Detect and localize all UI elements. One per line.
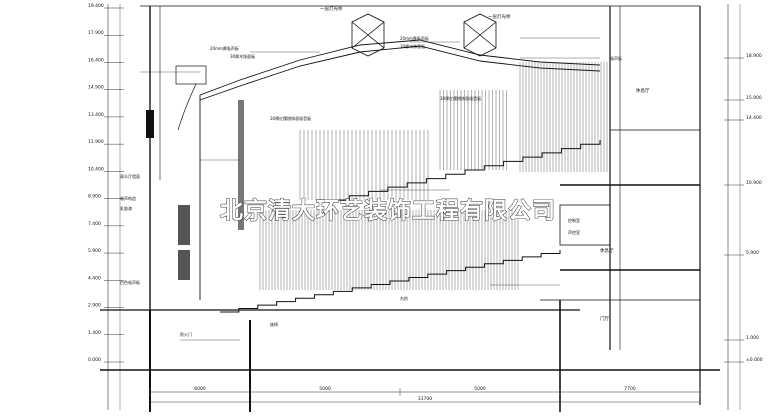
elevation-label: 11.900 xyxy=(88,139,104,145)
panel-zone xyxy=(439,90,507,170)
elevation-label: 4.400 xyxy=(88,275,101,281)
leader-lines xyxy=(140,37,600,341)
elevation-label: ±0.000 xyxy=(746,357,763,363)
label-bottom-note-2: 座椅 xyxy=(270,321,278,327)
label-control: 控制室 xyxy=(568,217,580,223)
elevation-label: 5.900 xyxy=(746,250,759,256)
label-note-7: 吸声板 xyxy=(610,55,622,61)
elevation-label: 19.400 xyxy=(88,3,104,9)
elevation-label: 8.900 xyxy=(88,194,101,200)
building-outline xyxy=(100,5,720,412)
elevation-label: 14.400 xyxy=(746,115,762,121)
right-elevation-axis: 18.900 15.900 14.400 10.900 5.900 1.000 ±0.000 xyxy=(724,4,763,410)
dimension-label: 5000 xyxy=(319,386,331,392)
elevation-label: 1.400 xyxy=(88,330,101,336)
elevation-label: 14.900 xyxy=(88,85,104,91)
dimension-label: 7700 xyxy=(624,386,636,392)
upper-seating-rake xyxy=(330,140,601,201)
elevation-label: 2.900 xyxy=(88,303,101,309)
label-hall-2: 休息厅 xyxy=(600,247,614,254)
elevation-label: 16.400 xyxy=(88,57,104,63)
elevation-label: 5.900 xyxy=(88,248,101,254)
elevation-label: 1.000 xyxy=(746,335,759,341)
ceiling-profile xyxy=(199,39,601,300)
watermark: 北京清大环艺装饰工程有限公司 xyxy=(220,197,556,224)
label-note-3: 20mm厚吸声板 xyxy=(400,35,429,41)
label-note-2: 30厚木饰面板 xyxy=(230,53,255,59)
elevation-label: 10.400 xyxy=(88,166,104,172)
light-bridge-left xyxy=(351,13,385,57)
label-top-light-a: 一层灯光桥 xyxy=(320,5,343,12)
label-note-4: 30厚木饰面板 xyxy=(400,43,425,49)
elevation-label: 18.900 xyxy=(746,53,762,59)
label-note-5: 30厚红樱桃饰面吸音板 xyxy=(270,115,311,121)
dimension-total: 31700 xyxy=(418,396,432,402)
elevation-label: 17.900 xyxy=(88,30,104,36)
label-left-note-1: 观众厅墙面 xyxy=(120,173,140,179)
label-hall-1: 休息厅 xyxy=(636,87,650,94)
bottom-dimensions: 6000 5000 5000 7700 31700 xyxy=(149,386,701,403)
label-note-1: 20mm厚吸声板 xyxy=(210,45,239,51)
label-top-light-b: 一层灯光桥 xyxy=(488,13,511,20)
label-hall-3: 门厅 xyxy=(600,315,609,322)
label-left-note-3: 乳胶漆 xyxy=(120,205,132,211)
left-wall-elements xyxy=(146,100,244,280)
elevation-label: 13.400 xyxy=(88,112,104,118)
elevation-label: 0.000 xyxy=(88,357,101,363)
rake-steps xyxy=(330,140,601,201)
lower-seating-rake xyxy=(220,250,561,313)
label-left-note-2: 吸声构造 xyxy=(120,195,136,201)
left-elevation-axis: 19.400 17.900 16.400 14.900 13.400 11.900 10.4… xyxy=(88,3,124,410)
dimension-label: 5000 xyxy=(474,386,486,392)
acoustic-panels xyxy=(259,62,608,290)
light-bridge-right xyxy=(463,13,497,57)
panel-zone xyxy=(259,210,519,290)
label-bottom-note-1: 防火门 xyxy=(180,331,192,337)
label-sound: 声控室 xyxy=(568,229,580,235)
dimension-label: 6000 xyxy=(194,386,206,392)
panel-zone xyxy=(299,130,429,200)
panel-zone xyxy=(519,62,608,172)
elevation-label: 7.400 xyxy=(88,221,101,227)
label-stage-note: 台阶 xyxy=(400,295,408,301)
label-left-note-4: 白色吸声板 xyxy=(120,279,140,285)
elevation-label: 15.900 xyxy=(746,95,762,101)
sound-box xyxy=(175,65,207,131)
rake-steps xyxy=(220,250,561,313)
elevation-label: 10.900 xyxy=(746,180,762,186)
label-note-6: 30厚红樱桃饰面吸音板 xyxy=(440,95,481,101)
